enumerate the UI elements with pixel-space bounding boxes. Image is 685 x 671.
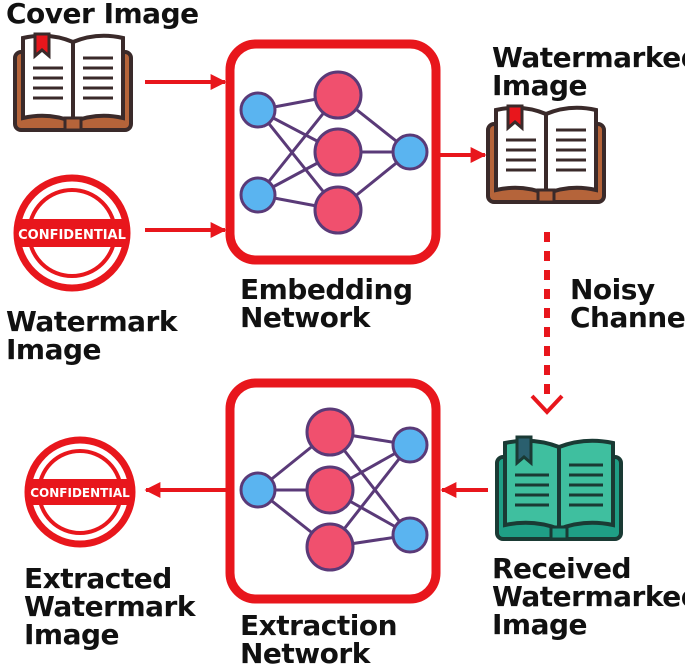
label-watermarked-image: Watermarked Image bbox=[492, 41, 685, 102]
label-extraction-network: Extraction Network bbox=[240, 609, 398, 670]
label-cover-image: Cover Image bbox=[6, 0, 199, 30]
cover-book-icon bbox=[13, 32, 133, 132]
stamp-label-bottom: CONFIDENTIAL bbox=[30, 486, 130, 500]
noisy-channel-arrowhead bbox=[530, 394, 564, 415]
watermarked-book-icon bbox=[486, 104, 606, 204]
extracted-stamp-icon: CONFIDENTIAL bbox=[24, 436, 136, 548]
received-book-icon bbox=[495, 435, 623, 541]
label-noisy-channel: Noisy Channel bbox=[570, 273, 685, 334]
label-watermark-image: Watermark Image bbox=[6, 305, 177, 366]
label-embedding-network: Embedding Network bbox=[240, 273, 413, 334]
label-received-watermarked-image: Received Watermarked Image bbox=[492, 552, 685, 641]
confidential-stamp-icon: CONFIDENTIAL bbox=[13, 174, 131, 292]
embedding-network-graph bbox=[239, 70, 429, 235]
stamp-label-top: CONFIDENTIAL bbox=[18, 228, 126, 243]
extraction-network-graph bbox=[239, 407, 429, 572]
label-extracted-watermark-image: Extracted Watermark Image bbox=[24, 562, 195, 651]
